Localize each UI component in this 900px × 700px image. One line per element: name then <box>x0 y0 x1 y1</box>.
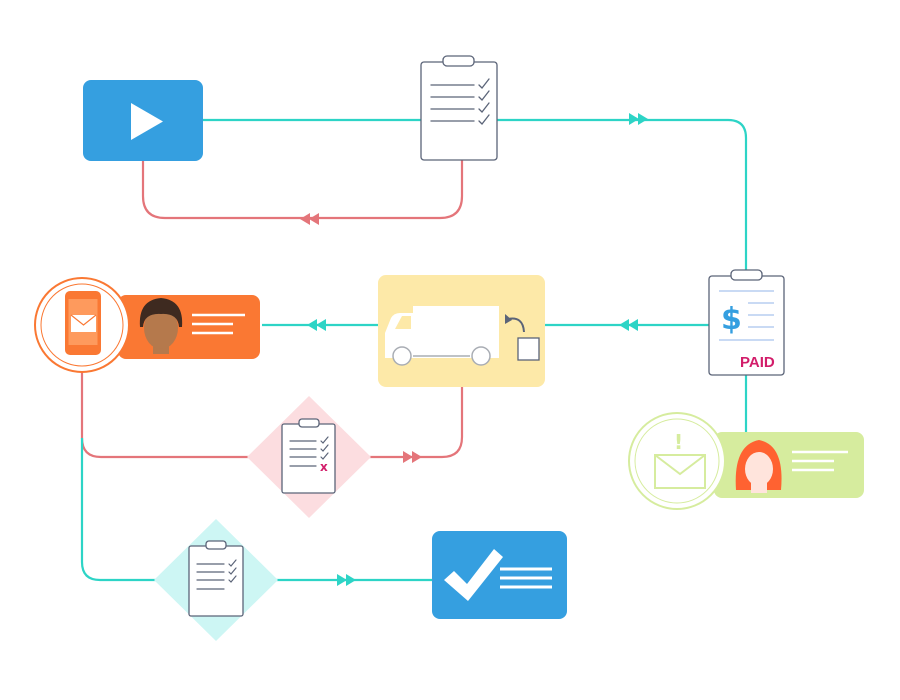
connector-order-form-to-invoice <box>496 118 748 277</box>
connector-order-form-back-to-start <box>141 160 464 220</box>
alert-node[interactable]: ! <box>628 412 864 510</box>
customer-card-text-lines <box>192 313 245 335</box>
arrow-right-icon <box>337 574 356 586</box>
female-agent-avatar-icon <box>735 440 782 493</box>
checklist-clipboard-icon <box>420 55 498 161</box>
alert-card-text-lines <box>792 450 848 472</box>
arrow-right-icon <box>629 113 648 125</box>
arrowheads <box>300 113 648 586</box>
reject-mark: x <box>320 460 328 474</box>
play-icon <box>131 103 163 140</box>
paid-stamp: PAID <box>740 354 775 371</box>
male-customer-avatar-icon <box>139 298 183 354</box>
order-form-node[interactable] <box>420 55 498 161</box>
shipping-node[interactable] <box>378 275 545 387</box>
done-card-text-lines <box>500 567 552 589</box>
return-package-icon <box>505 314 540 361</box>
invoice-node[interactable]: $ PAID <box>708 269 785 376</box>
arrow-left-icon <box>619 319 638 331</box>
connector-customer-to-done-approved <box>80 438 432 582</box>
rejected-decision-node[interactable]: x <box>247 396 371 518</box>
invoice-clipboard-icon: $ PAID <box>708 269 785 376</box>
checkmark-icon <box>444 549 503 601</box>
approved-clipboard-icon <box>188 540 244 617</box>
phone-email-icon <box>65 291 101 355</box>
arrow-right-icon <box>403 451 422 463</box>
arrow-left-icon <box>307 319 326 331</box>
customer-node[interactable] <box>34 277 260 373</box>
dollar-sign: $ <box>721 302 742 337</box>
start-node[interactable] <box>83 80 203 161</box>
approved-decision-node[interactable] <box>154 519 278 641</box>
rejected-clipboard-icon: x <box>281 418 336 494</box>
done-node[interactable] <box>432 531 567 619</box>
envelope-alert-icon: ! <box>654 430 706 489</box>
arrow-left-icon <box>300 213 319 225</box>
alert-exclamation: ! <box>674 430 683 454</box>
delivery-truck-icon <box>385 306 499 366</box>
